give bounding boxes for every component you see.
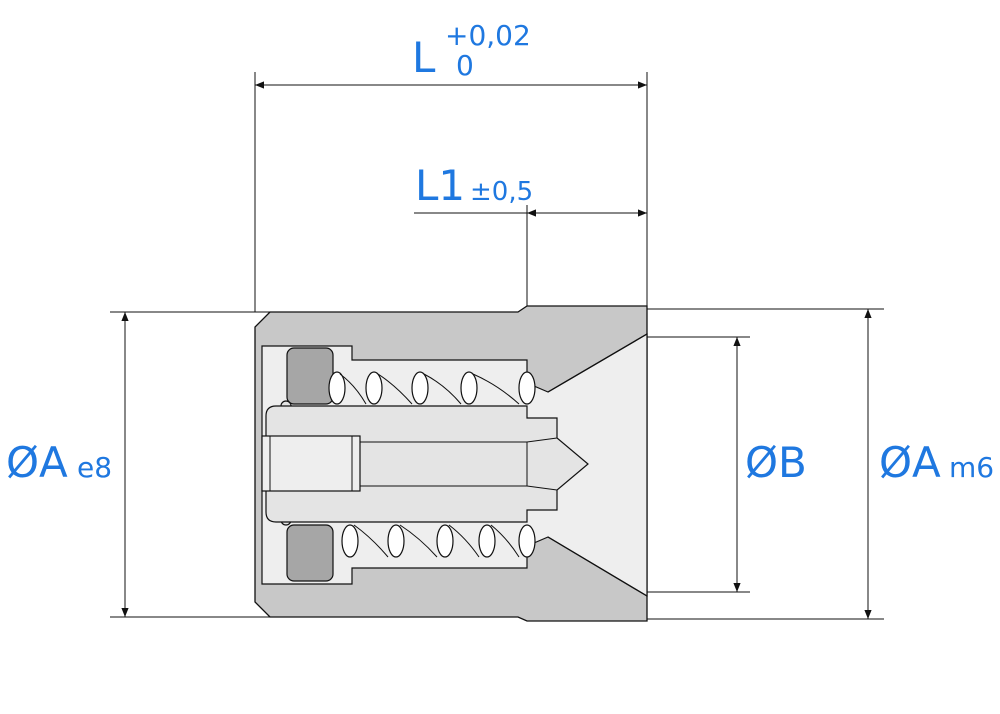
dim-L1-tol: ±0,5: [470, 177, 533, 207]
dim-L-upper-tol: +0,02: [445, 19, 531, 52]
dim-A-right-label: ØA: [879, 438, 941, 487]
dim-A-left-label: ØA: [6, 438, 68, 487]
dim-B-label: ØB: [745, 438, 807, 487]
dim-L1-label: L1: [415, 161, 465, 210]
seal-bottom: [286, 524, 334, 582]
dimension-labels: L +0,02 0 L1 ±0,5 ØA e8 ØB ØA m6: [6, 19, 994, 487]
extension-lines: [110, 72, 884, 620]
dim-A-left-fit: e8: [77, 451, 112, 484]
plunger-pin: [261, 405, 589, 523]
dim-L-label: L: [412, 33, 436, 82]
dimension-lines: [121, 81, 872, 619]
seal-top: [286, 347, 334, 405]
dim-A-right-fit: m6: [949, 451, 994, 484]
dim-L-lower-tol: 0: [456, 49, 474, 82]
spring: [328, 371, 536, 558]
